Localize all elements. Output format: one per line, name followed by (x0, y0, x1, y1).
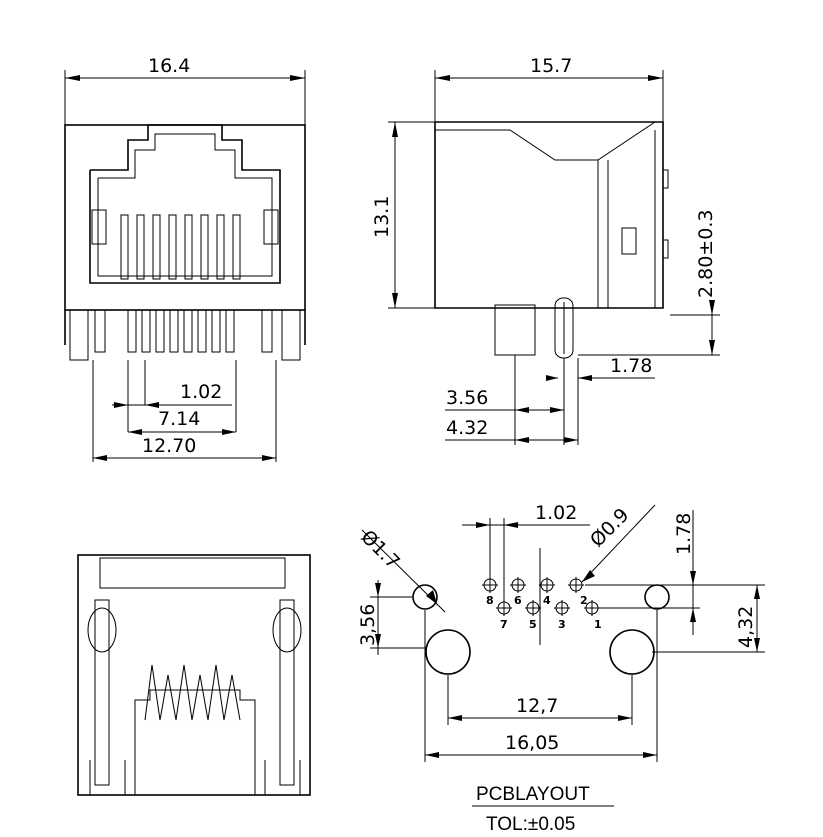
tolerance-label: TOL:±0.05 (486, 814, 575, 835)
dim-pin-offset-label: 1.78 (610, 355, 652, 377)
small-hole-label: Ø0.9 (586, 504, 633, 551)
pin-number-1: 1 (594, 618, 602, 631)
mount-hole-left (425, 629, 471, 675)
dim-span-a-label: 7.14 (158, 408, 200, 430)
pin-number-6: 6 (514, 594, 522, 607)
mount-hole-right (609, 629, 655, 675)
dim-width-label: 16.4 (148, 55, 190, 77)
contact-fingers (120, 214, 241, 280)
dim-depth-label: 15.7 (530, 55, 572, 77)
bottom-pins (69, 309, 301, 361)
pin-number-8: 8 (486, 594, 494, 607)
left-gap-label: 3,56 (357, 604, 379, 646)
dim-span-b-label: 12.70 (142, 435, 196, 457)
dim-post-b-label: 4.32 (446, 417, 488, 439)
pcb-pitch-label: 1.02 (535, 502, 577, 524)
dim-pin-height-label: 2.80±0.3 (695, 210, 717, 298)
dim-height-label: 13.1 (371, 196, 393, 238)
outer-spacing-label: 16,05 (505, 732, 559, 754)
pin-number-2: 2 (580, 594, 588, 607)
locator-hole-right (644, 584, 670, 610)
pin-number-3: 3 (558, 618, 566, 631)
pin-number-4: 4 (543, 594, 551, 607)
row-gap-label: 1.78 (673, 513, 695, 555)
post-spacing-label: 12,7 (516, 695, 558, 717)
pcb-layout-title: PCBLAYOUT (476, 784, 590, 805)
big-hole-label: Ø1.7 (356, 526, 403, 573)
pin-number-5: 5 (529, 618, 537, 631)
right-gap-label: 4,32 (735, 606, 757, 648)
pcb-layout: 8 6 4 2 7 5 3 1 Ø1.7 Ø0.9 1.02 1.78 (356, 502, 765, 835)
pin-holes (482, 577, 600, 616)
front-view: 16.4 (64, 55, 306, 462)
pin-number-7: 7 (500, 618, 508, 631)
dim-post-a-label: 3.56 (446, 387, 488, 409)
bottom-view (77, 554, 311, 796)
side-view: 15.7 13.1 2.80±0.3 1.78 (371, 55, 720, 445)
dim-pitch-label: 1.02 (180, 381, 222, 403)
